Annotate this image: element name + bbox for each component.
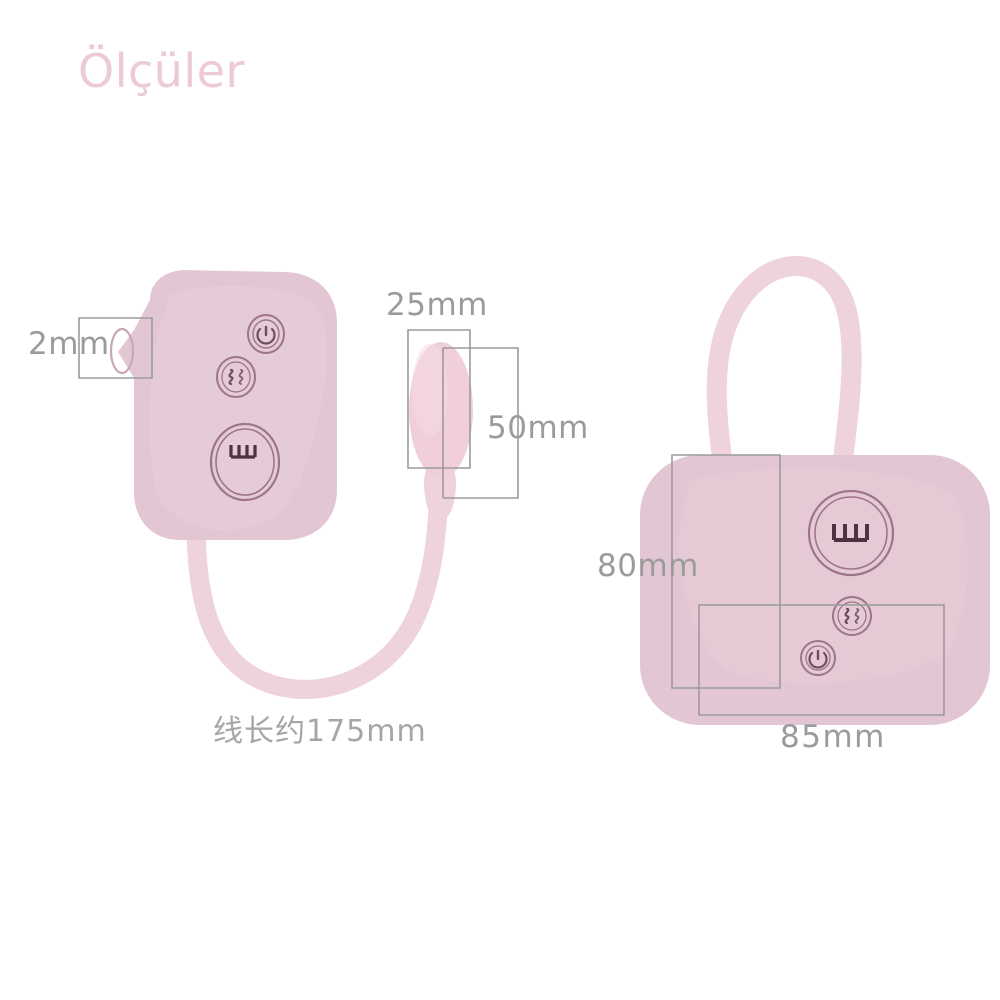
power-button-left[interactable] — [247, 314, 285, 354]
dimension-label-85mm: 85mm — [780, 719, 886, 755]
dimension-50mm — [442, 347, 519, 499]
vibrating-egg — [409, 342, 473, 520]
charging-port — [109, 327, 135, 375]
dimension-2mm — [78, 317, 153, 379]
dimension-label-2mm: 2mm — [28, 326, 110, 362]
controller-body-left — [109, 270, 337, 540]
brand-w-icon — [229, 445, 257, 459]
controller-body-right — [640, 455, 990, 725]
dimension-80mm — [671, 454, 781, 689]
main-button-left[interactable] — [209, 422, 281, 502]
mode-button-left[interactable] — [216, 356, 256, 398]
left-product-view — [78, 270, 519, 699]
right-product-view — [640, 255, 990, 725]
dimension-25mm — [407, 329, 471, 469]
mode-button-right[interactable] — [832, 596, 872, 636]
page-title: Ölçüler — [78, 44, 245, 98]
connecting-cord — [186, 460, 450, 699]
dimension-label-50mm: 50mm — [487, 410, 589, 446]
cable-length-note: 线长约175mm — [213, 714, 427, 749]
looped-cord — [706, 255, 862, 510]
main-button-right[interactable] — [807, 489, 895, 577]
dimension-85mm — [698, 604, 945, 716]
brand-w-icon — [832, 524, 869, 542]
dimension-label-80mm: 80mm — [597, 548, 699, 584]
power-button-right[interactable] — [800, 640, 836, 676]
dimension-label-25mm: 25mm — [386, 287, 488, 323]
